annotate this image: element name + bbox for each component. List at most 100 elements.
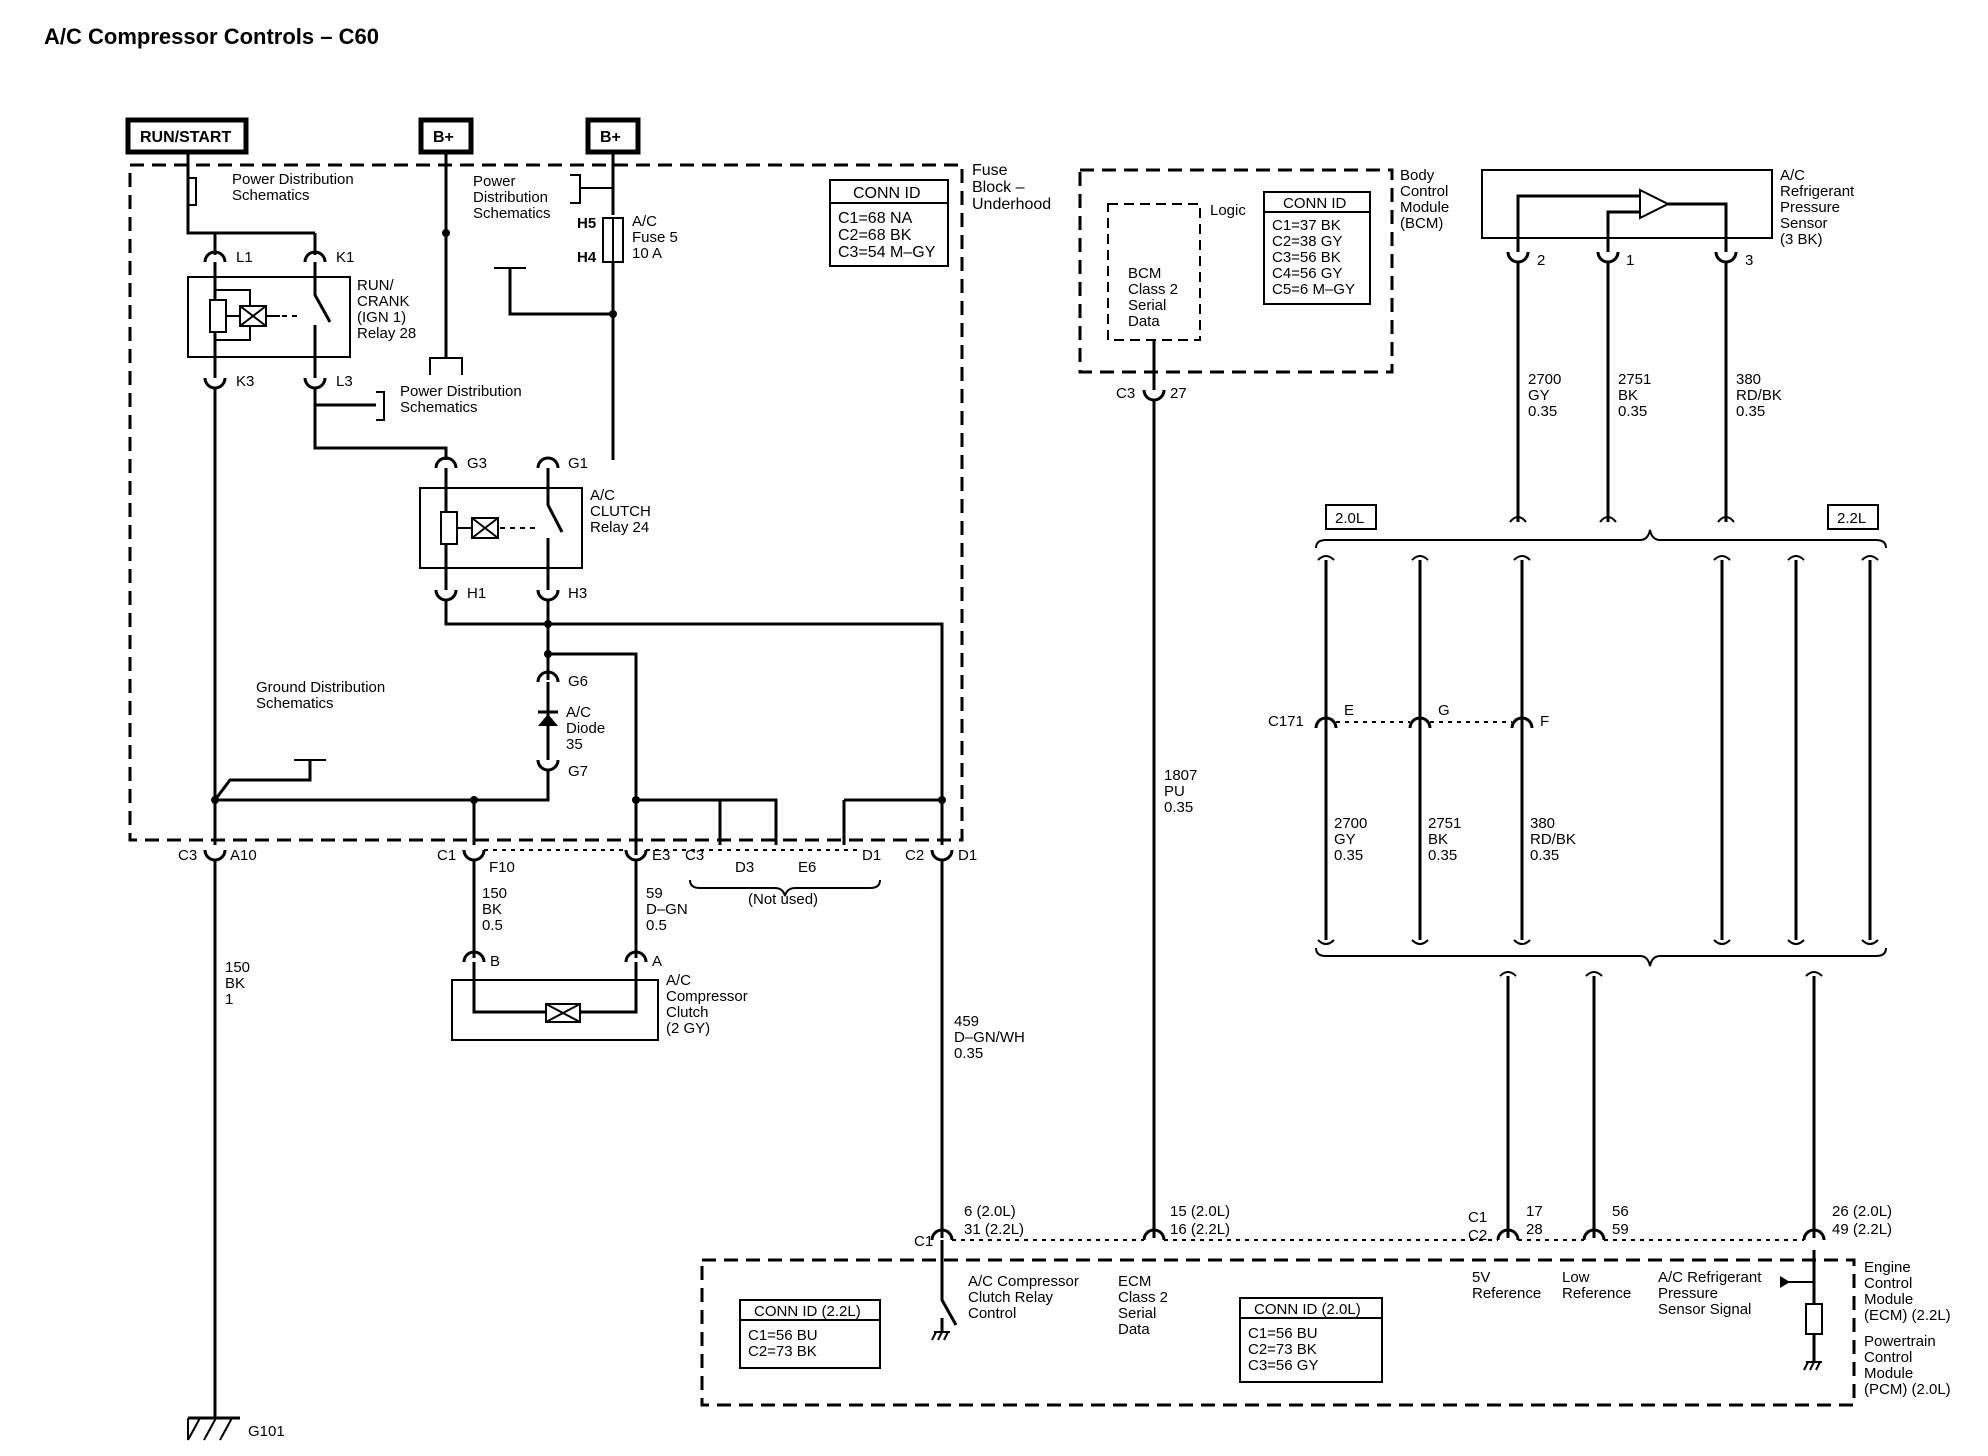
clutch-pin-b-label: B (490, 953, 500, 970)
clutch-label-4: (2 GY) (666, 1020, 710, 1037)
ecm-conn-id-22: CONN ID (2.2L) C1=56 BU C2=73 BK (739, 1299, 881, 1369)
connector-row-fuse-block: C3 A10 C1 F10 E3 C3 D3 E6 D1 C2 D1 (Not … (178, 847, 977, 908)
relay-28-label-2: CRANK (357, 293, 410, 310)
power-dist-2c: Schematics (473, 205, 551, 222)
diode-label-2: Diode (566, 720, 605, 737)
bcm-label-2: Control (1400, 183, 1448, 200)
relay-24-label-1: A/C (590, 487, 615, 504)
power-dist-2a: Power (473, 173, 516, 190)
ground-dist-wire (213, 760, 312, 801)
clutch-label-3: Clutch (666, 1004, 709, 1021)
bcm-inner-4: Data (1128, 313, 1160, 330)
sensor-label-2: Refrigerant (1780, 183, 1855, 200)
svg-text:E: E (1344, 702, 1354, 719)
fuse-h4: H4 (577, 249, 597, 266)
svg-text:F10: F10 (489, 859, 515, 876)
ecm-serial-4: Data (1118, 1321, 1150, 1338)
pin-l3 (303, 377, 327, 390)
wire-59-1: 59 (646, 885, 663, 902)
wire-59-2: D–GN (646, 901, 688, 918)
ecm-5v-2: Reference (1472, 1285, 1541, 1302)
power-dist-3a: Power Distribution (400, 383, 522, 400)
relay-28-label-3: (IGN 1) (357, 309, 406, 326)
svg-text:CONN ID: CONN ID (853, 185, 921, 202)
svg-text:E3: E3 (652, 847, 670, 864)
pin-l1-label: L1 (236, 249, 253, 266)
ecm-module-5: Powertrain (1864, 1333, 1936, 1350)
bcm-c3: C3 (1116, 385, 1135, 402)
svg-text:49 (2.2L): 49 (2.2L) (1832, 1221, 1892, 1238)
engine-20-wires (1317, 555, 1531, 945)
svg-text:C1: C1 (914, 1233, 933, 1250)
bcm-label-4: (BCM) (1400, 215, 1443, 232)
pin-k3 (203, 377, 227, 390)
svg-text:17: 17 (1526, 1203, 1543, 1220)
power-dist-bracket-1 (188, 177, 197, 206)
power-dist-1b: Schematics (232, 187, 310, 204)
diode-label-1: A/C (566, 704, 591, 721)
svg-text:CONN ID (2.2L): CONN ID (2.2L) (754, 1303, 861, 1320)
page-title: A/C Compressor Controls – C60 (44, 24, 379, 49)
pressure-sensor (1481, 169, 1773, 239)
power-dist-2b: Distribution (473, 189, 548, 206)
svg-text:G: G (1438, 702, 1450, 719)
svg-text:C2: C2 (905, 847, 924, 864)
ecm-signal-3: Sensor Signal (1658, 1301, 1751, 1318)
ecm-outline (700, 1258, 1856, 1407)
relay-24-coil (440, 511, 458, 545)
wire-459-1: 459 (954, 1013, 979, 1030)
l3-wire (313, 388, 448, 460)
bcm-inner-3: Serial (1128, 297, 1166, 314)
relay-24-switch (546, 468, 564, 590)
svg-text:C171: C171 (1268, 713, 1304, 730)
bcm-inner-2: Class 2 (1128, 281, 1178, 298)
relay-24-ctl-wire (548, 622, 944, 845)
bcm-logic-label: Logic (1210, 202, 1246, 219)
wire-2751b-3: 0.35 (1428, 847, 1457, 864)
engine-22-label: 2.2L (1837, 510, 1866, 527)
ground-dist-a: Ground Distribution (256, 679, 385, 696)
sensor-pin-2 (1506, 251, 1530, 264)
wire-150-a-1: 150 (225, 959, 250, 976)
fuse-h5: H5 (577, 215, 596, 232)
wire-380b-2: RD/BK (1530, 831, 1576, 848)
ecm-signal-2: Pressure (1658, 1285, 1718, 1302)
bplus-label-2: B+ (600, 129, 621, 146)
sensor-label-4: Sensor (1780, 215, 1828, 232)
fuse-label-1: A/C (632, 213, 657, 230)
wire-380-3: 0.35 (1736, 403, 1765, 420)
bcm-pin-27-label: 27 (1170, 385, 1187, 402)
wire-2751-3: 0.35 (1618, 403, 1647, 420)
wire-380-1: 380 (1736, 371, 1761, 388)
engine-22-wires (1713, 555, 1879, 945)
svg-text:CONN ID (2.0L): CONN ID (2.0L) (1254, 1301, 1361, 1318)
pin-l3-label: L3 (336, 373, 353, 390)
svg-text:C1: C1 (437, 847, 456, 864)
ecm-pullup-resistor (1805, 1303, 1823, 1335)
ecm-conn-id-20: CONN ID (2.0L) C1=56 BU C2=73 BK C3=56 G… (1239, 1297, 1383, 1383)
pin-g3-label: G3 (467, 455, 487, 472)
pin-k3-label: K3 (236, 373, 254, 390)
engine-20-box (1325, 504, 1377, 530)
relay-28-switch (313, 262, 332, 350)
bcm-label-3: Module (1400, 199, 1449, 216)
wire-1807-2: PU (1164, 783, 1185, 800)
wire-1807-1: 1807 (1164, 767, 1197, 784)
power-dist-1a: Power Distribution (232, 171, 354, 188)
sensor-label-3: Pressure (1780, 199, 1840, 216)
svg-text:C3=54 M–GY: C3=54 M–GY (838, 244, 936, 261)
ecm-serial-3: Serial (1118, 1305, 1156, 1322)
pin-k1-label: K1 (336, 249, 354, 266)
svg-text:6 (2.0L): 6 (2.0L) (964, 1203, 1016, 1220)
svg-text:59: 59 (1612, 1221, 1629, 1238)
svg-text:C1=56 BU: C1=56 BU (1248, 1325, 1318, 1342)
ecm-module-7: Module (1864, 1365, 1913, 1382)
engine-20-label: 2.0L (1335, 510, 1364, 527)
wire-59-3: 0.5 (646, 917, 667, 934)
wire-2700-1: 2700 (1528, 371, 1561, 388)
ecm-serial-1: ECM (1118, 1273, 1151, 1290)
svg-text:C3: C3 (178, 847, 197, 864)
ecm-connector-row: C1 6 (2.0L) 31 (2.2L) 15 (2.0L) 16 (2.2L… (914, 1203, 1892, 1250)
ecm-lowref-1: Low (1562, 1269, 1590, 1286)
svg-text:E6: E6 (798, 859, 816, 876)
